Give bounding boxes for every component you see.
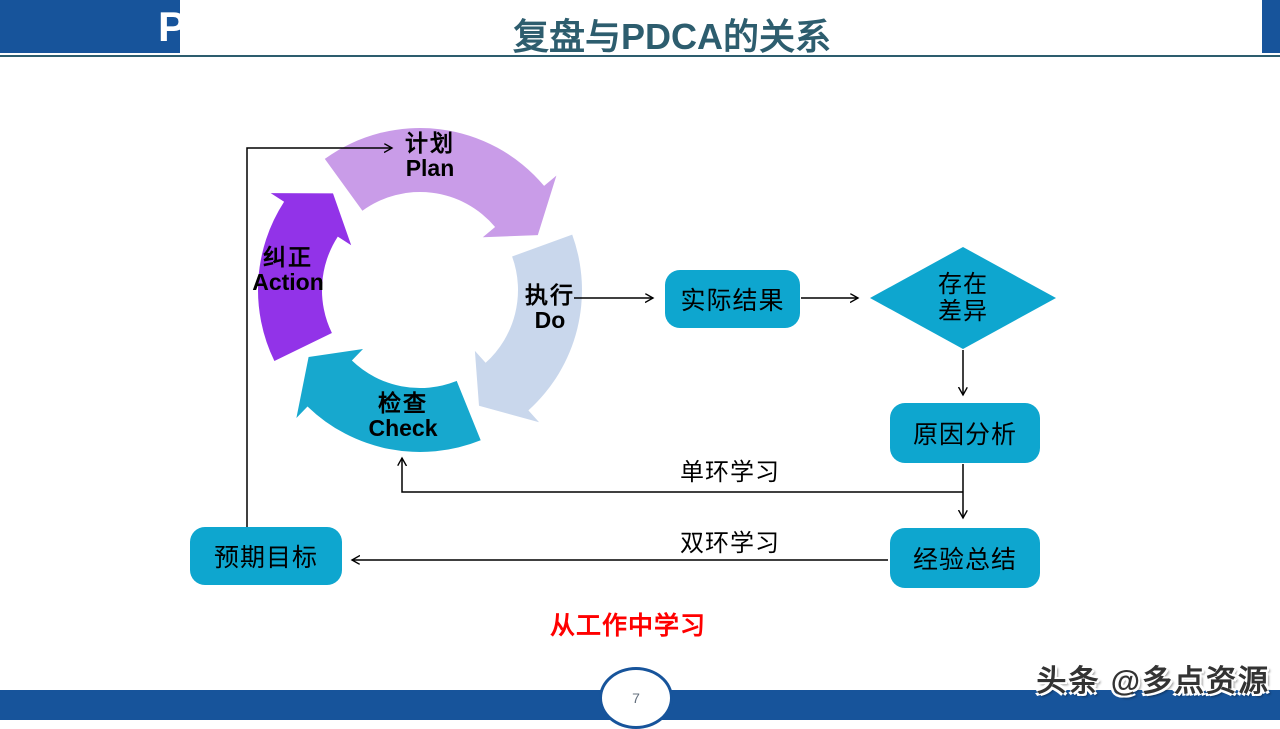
page-number-badge: 7: [599, 667, 673, 729]
node-actual-result: 实际结果: [665, 270, 800, 328]
pdca-arc-plan: [324, 127, 557, 238]
header-right-block: [1262, 0, 1280, 53]
pdca-arc-action: [258, 193, 352, 361]
header-left-block: P: [0, 0, 180, 53]
do-label-en: Do: [534, 307, 566, 333]
watermark: 头条 @多点资源: [1036, 665, 1270, 698]
double-loop-label: 双环学习: [680, 530, 780, 557]
check-label-en: Check: [368, 415, 438, 441]
pdca-arc-check: [296, 349, 481, 452]
header-divider: [0, 55, 1280, 57]
pdca-arc-do: [474, 234, 582, 423]
action-label-zh: 纠正: [263, 245, 313, 270]
page-title: 复盘与PDCA的关系: [512, 16, 832, 57]
learn-from-work-note: 从工作中学习: [549, 612, 707, 640]
single-loop-label: 单环学习: [680, 459, 780, 486]
node-cause-analysis: 原因分析: [890, 403, 1040, 463]
pdca-do-label: 执行 Do: [525, 284, 575, 333]
node-experience-summary: 经验总结: [890, 528, 1040, 588]
pdca-plan-label: 计划 Plan: [405, 132, 455, 181]
action-label-en: Action: [252, 269, 324, 295]
node-gap-diamond: [870, 247, 1056, 349]
connector-single-loop: [402, 458, 963, 493]
do-label-zh: 执行: [525, 283, 575, 308]
pdca-check-label: 检查 Check: [368, 392, 437, 441]
clipped-letter: P: [158, 3, 180, 50]
gap-diamond-line1: 存在: [938, 271, 988, 298]
gap-diamond-line2: 差异: [938, 298, 988, 325]
page-number: 7: [632, 690, 640, 706]
node-expected-goal: 预期目标: [190, 527, 342, 585]
check-label-zh: 检查: [377, 391, 428, 416]
connector-goal-to-plan: [246, 148, 392, 527]
plan-label-zh: 计划: [405, 131, 455, 156]
pdca-action-label: 纠正 Action: [252, 246, 324, 295]
node-gap-diamond-label: 存在 差异: [938, 271, 988, 325]
plan-label-en: Plan: [405, 155, 455, 181]
